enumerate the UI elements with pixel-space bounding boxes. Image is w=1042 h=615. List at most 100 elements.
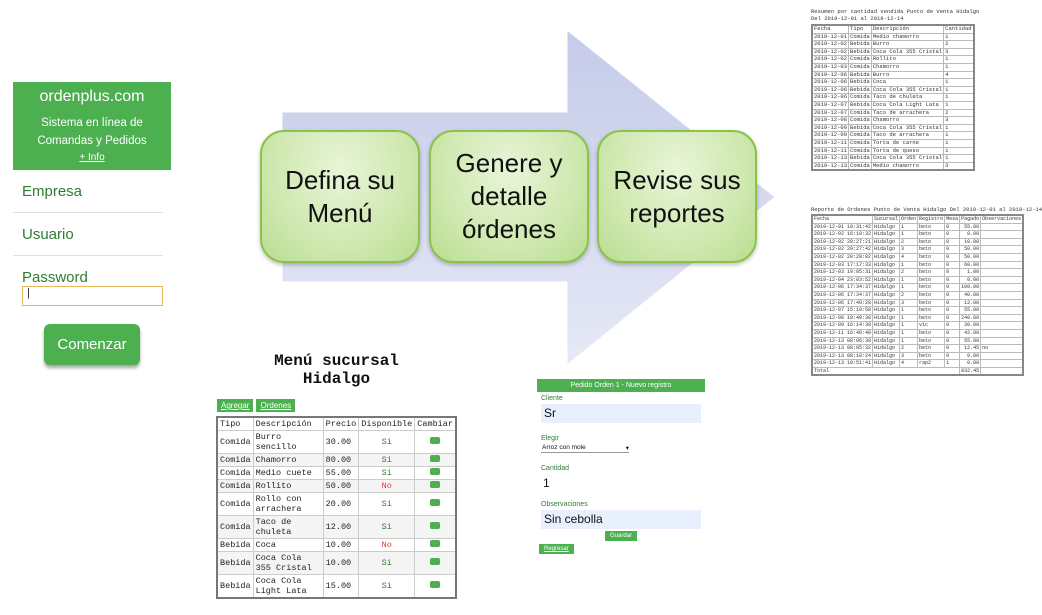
menu-cell-cambiar: [414, 492, 457, 516]
menu-cell-tipo: Comida: [216, 430, 254, 454]
quantity-report-cell: Torta de carne: [870, 138, 945, 148]
orders-report-cell: 2019-12-07 15:19:58: [811, 306, 874, 315]
elegir-label: Elegir: [541, 435, 559, 442]
menu-cell-tipo: Comida: [216, 453, 254, 467]
orders-report-cell: 2: [899, 290, 919, 300]
orders-report-cell: 2019-12-04 23:03:52: [811, 275, 874, 285]
orders-report-cell: Hidalgo: [872, 298, 901, 308]
orders-report-cell: 1: [899, 328, 919, 338]
orders-report-cell: Hidalgo: [872, 313, 901, 323]
orders-report-cell: 50.00: [959, 245, 982, 254]
orders-report-cell: Hidalgo: [872, 222, 901, 232]
elegir-select[interactable]: Arroz con mole▾: [541, 444, 629, 453]
orders-report-cell: beto: [917, 290, 946, 300]
password-input[interactable]: |: [22, 286, 163, 306]
orders-report: Reporte de Ordenes Punto de Venta Hidalg…: [811, 206, 1042, 377]
orders-report-cell: 3: [899, 245, 919, 254]
menu-cell-disponible: No: [358, 538, 416, 552]
orders-report-cell: 0.00: [959, 275, 982, 285]
observaciones-input[interactable]: Sin cebolla: [541, 510, 701, 529]
menu-cell-tipo: Comida: [216, 479, 254, 493]
cliente-input[interactable]: Sr: [541, 404, 701, 423]
orders-report-cell: [980, 252, 1024, 262]
orders-report-cell: Hidalgo: [872, 283, 901, 292]
start-button[interactable]: Comenzar: [44, 324, 140, 365]
quantity-report-cell: Comida: [848, 62, 872, 72]
quantity-report-col: Cantidad: [943, 24, 975, 34]
observaciones-label: Observaciones: [541, 501, 588, 508]
orders-report-cell: 0: [944, 237, 961, 247]
orders-report-cell: [980, 268, 1024, 277]
menu-cell-precio: 80.00: [322, 453, 360, 467]
orders-report-cell: 0.00: [959, 359, 982, 368]
quantity-report-cell: 1: [943, 32, 975, 42]
toggle-availability-button[interactable]: [430, 481, 441, 488]
order-form: Pedido Orden 1 - Nuevo registro Cliente …: [537, 379, 705, 564]
quantity-report-cell: 1: [943, 78, 975, 87]
info-link[interactable]: + Info: [79, 152, 105, 163]
menu-cell-descripcion: Coca: [252, 538, 324, 552]
back-button[interactable]: Regresar: [539, 544, 574, 554]
orders-report-cell: 50.00: [959, 252, 982, 262]
orders-report-cell: [980, 237, 1024, 247]
usuario-field[interactable]: Usuario: [13, 213, 163, 256]
orders-report-cell: Hidalgo: [872, 359, 901, 368]
orders-report-cell: Hidalgo: [872, 237, 901, 247]
orders-report-cell: Hidalgo: [872, 336, 901, 346]
orders-report-cell: 1: [944, 359, 961, 368]
orders-report-col: Observaciones: [980, 214, 1024, 224]
orders-report-cell: 0: [944, 328, 961, 338]
orders-report-cell: 0: [944, 351, 961, 361]
orders-report-cell: 2019-12-06 17:40:20: [811, 298, 874, 308]
menu-cell-descripcion: Coca Cola Light Lata: [252, 574, 324, 599]
toggle-availability-button[interactable]: [430, 437, 441, 444]
orders-report-cell: 1: [899, 283, 919, 292]
orders-report-cell: 0: [944, 268, 961, 277]
toggle-availability-button[interactable]: [430, 468, 441, 475]
col-tipo: Tipo: [216, 416, 254, 431]
orders-report-cell: 40.00: [959, 290, 982, 300]
orders-report-cell: beto: [917, 298, 946, 308]
orders-tab[interactable]: Ordenes: [256, 399, 296, 412]
toggle-availability-button[interactable]: [430, 455, 441, 462]
menu-cell-tipo: Comida: [216, 466, 254, 480]
orders-report-cell: [980, 230, 1024, 239]
orders-report-cell: 2019-12-01 10:31:42: [811, 222, 874, 232]
quantity-report-cell: 1: [943, 131, 975, 140]
menu-cell-precio: 50.00: [322, 479, 360, 493]
orders-report-cell: 3: [899, 298, 919, 308]
orders-report-cell: 1.00: [959, 268, 982, 277]
orders-report-cell: beto: [917, 336, 946, 346]
toggle-availability-button[interactable]: [430, 522, 441, 529]
toggle-availability-button[interactable]: [430, 540, 441, 547]
orders-report-cell: rap2: [917, 359, 946, 368]
orders-report-cell: 55.00: [959, 222, 982, 232]
toggle-availability-button[interactable]: [430, 499, 441, 506]
save-button[interactable]: Guardar: [604, 531, 637, 541]
orders-report-cell: 2019-12-13 10:51:41: [811, 359, 874, 368]
toggle-availability-button[interactable]: [430, 558, 441, 565]
orders-report-cell: [980, 351, 1024, 361]
password-label: Password: [22, 269, 88, 286]
orders-report-cell: Hidalgo: [872, 344, 901, 353]
quantity-report-cell: 2: [943, 108, 975, 118]
add-tab[interactable]: Agregar: [217, 399, 254, 412]
orders-report-cell: 2019-12-02 20:28:02: [811, 252, 874, 262]
quantity-report-cell: 3: [943, 116, 975, 125]
cantidad-input[interactable]: 1: [543, 476, 550, 490]
orders-report-cell: 0: [944, 283, 961, 292]
quantity-report-cell: Comida: [848, 161, 872, 171]
menu-cell-tipo: Comida: [216, 515, 254, 539]
empresa-field[interactable]: Empresa: [13, 170, 163, 213]
orders-report-cell: 240.00: [959, 313, 982, 323]
toggle-availability-button[interactable]: [430, 581, 441, 588]
orders-report-cell: 2019-12-08 19:49:30: [811, 313, 874, 323]
orders-report-cell: 0: [944, 321, 961, 330]
